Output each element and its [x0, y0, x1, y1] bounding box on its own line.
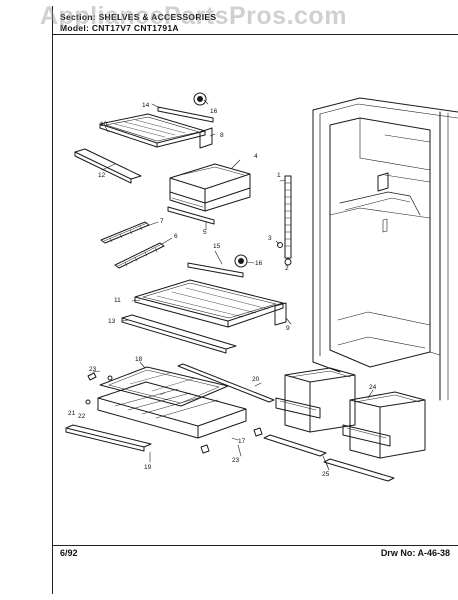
shelf-trim-middle: [187, 262, 244, 278]
header-divider: [52, 34, 458, 35]
callout-23-right: 23: [232, 457, 240, 464]
shelf-knob-middle: [234, 254, 248, 268]
callout-15: 15: [213, 243, 221, 250]
callout-13: 13: [108, 318, 116, 325]
callout-16-top: 16: [210, 108, 218, 115]
callout-4: 4: [254, 153, 258, 160]
callout-3: 3: [268, 235, 272, 242]
shelf-knob-top: [193, 92, 207, 106]
callout-14: 14: [142, 102, 150, 109]
crisper-cover-front-trim: [65, 424, 152, 448]
callout-24: 24: [369, 384, 377, 391]
callout-8: 8: [220, 132, 224, 139]
callout-6: 6: [174, 233, 178, 240]
shelf-front-trim-middle: [121, 314, 237, 350]
callout-18: 18: [135, 356, 143, 363]
meat-drawer-assembly: [167, 159, 251, 231]
crisper-cover-assembly: [65, 361, 275, 463]
callout-23-left: 23: [89, 366, 97, 373]
model-number: Model: CNT17V7 CNT1791A: [60, 23, 179, 33]
callout-22: 22: [78, 413, 86, 420]
callout-5: 5: [203, 229, 207, 236]
crisper-cover-rail: [177, 363, 275, 403]
callout-17: 17: [238, 438, 246, 445]
callout-20: 20: [252, 376, 260, 383]
callout-9: 9: [286, 325, 290, 332]
section-title: Section: SHELVES & ACCESSORIES: [60, 12, 217, 22]
callout-11: 11: [114, 297, 121, 304]
middle-shelf-assembly: [121, 250, 292, 354]
shelf-front-trim-top: [74, 148, 142, 180]
callout-labels: 14 16 10 8 12 4 5 1 7 6 3 2 15 16 11 13 …: [68, 102, 377, 478]
refrigerator-cabinet: [312, 97, 458, 401]
callout-25: 25: [322, 471, 330, 478]
revision-date: 6/92: [60, 548, 78, 558]
drawing-number: Drw No: A-46-38: [380, 548, 450, 558]
callout-7: 7: [160, 218, 164, 225]
callout-19: 19: [144, 464, 152, 471]
shelf-support-rails: [100, 221, 173, 269]
callout-1: 1: [277, 172, 281, 179]
callout-16-middle: 16: [255, 260, 263, 267]
callout-2: 2: [285, 265, 289, 272]
shelf-trim-top: [157, 106, 214, 123]
callout-12: 12: [98, 172, 106, 179]
shelf-ladder-bracket: [275, 175, 292, 266]
callout-10: 10: [100, 121, 108, 128]
footer-divider: [52, 545, 458, 546]
crisper-drawers: [263, 367, 426, 482]
top-shelf-assembly: [74, 92, 216, 184]
page-frame: [52, 6, 458, 594]
callout-21: 21: [68, 410, 76, 417]
